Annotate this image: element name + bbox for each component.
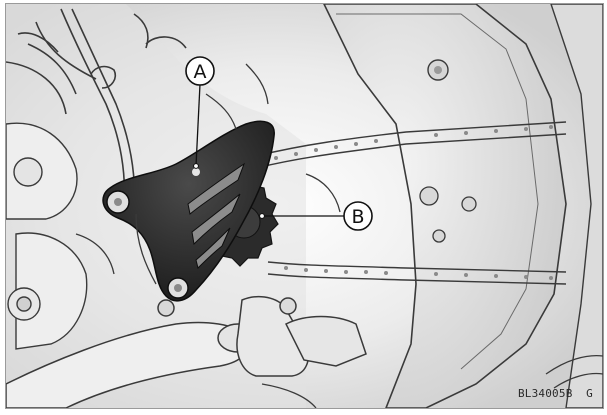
callout-b-dot: [260, 214, 265, 219]
frame-bolt-low: [433, 230, 445, 242]
frame-bolt-right: [462, 197, 476, 211]
frame-bolt-mid: [420, 187, 438, 205]
callout-a-dot: [194, 164, 199, 169]
callout-b-label: B: [351, 206, 364, 228]
illustration-drawing: A B: [6, 4, 603, 408]
callout-a-label: A: [194, 61, 207, 83]
frame-bolt-top-center: [434, 66, 442, 74]
figure-code: BL34005B G: [518, 387, 593, 400]
service-illustration: A B BL34005B G: [5, 3, 604, 409]
